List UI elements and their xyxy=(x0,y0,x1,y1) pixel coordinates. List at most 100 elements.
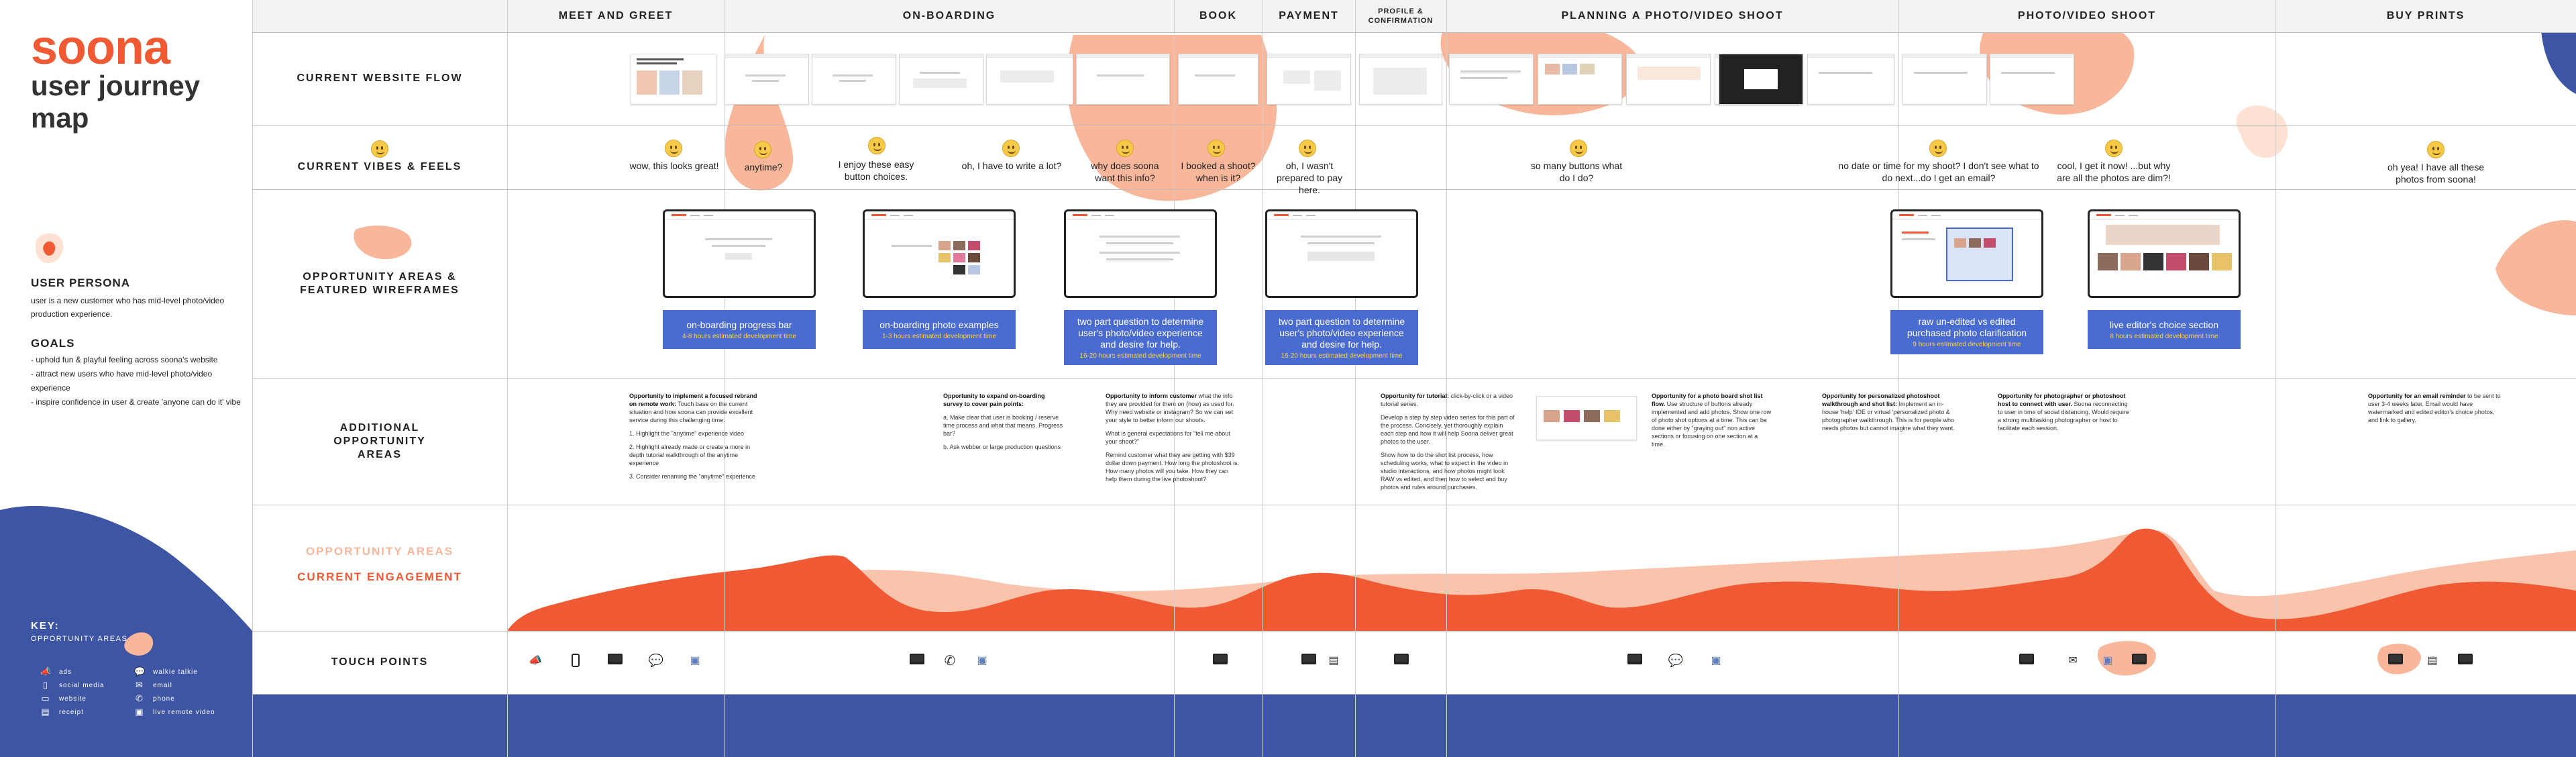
receipt-icon: ▤ xyxy=(2427,655,2438,666)
stage-planning-shoot: PLANNING A PHOTO/VIDEO SHOOT xyxy=(1561,10,1784,21)
row-divider xyxy=(252,378,2576,379)
website-thumbnail xyxy=(1626,54,1711,105)
opportunity-card: on-boarding progress bar 4-8 hours estim… xyxy=(663,310,816,349)
website-thumbnail-home xyxy=(631,54,716,105)
laptop-icon xyxy=(1394,654,1409,664)
website-thumbnail xyxy=(1807,54,1894,105)
key-item-receipt: ▤ receipt xyxy=(41,707,85,717)
vibe-text: why does soona want this info? xyxy=(1091,160,1159,183)
key-item-phone: ✆ phone xyxy=(134,694,175,703)
phone-icon: ▯ xyxy=(42,680,49,690)
peach-blob-light xyxy=(2236,105,2288,158)
video-icon: ▣ xyxy=(2102,655,2113,666)
video-icon: ▣ xyxy=(690,655,700,666)
website-thumbnail xyxy=(1267,54,1351,105)
stage-payment: PAYMENT xyxy=(1279,10,1339,21)
email-icon: ✉ xyxy=(2068,655,2078,666)
persona-description: user is a new customer who has mid-level… xyxy=(31,296,225,319)
website-thumbnail xyxy=(724,54,809,105)
additional-opportunity: Opportunity to expand on-boarding survey… xyxy=(943,393,1063,450)
wireframe-photo-examples xyxy=(863,209,1016,298)
goal-item: - inspire confidence in user & create 'a… xyxy=(31,397,241,407)
chat-icon: 💬 xyxy=(648,653,664,667)
emoji-icon xyxy=(1208,140,1225,157)
opportunity-card: two part question to determine user's ph… xyxy=(1265,310,1418,365)
key-subtitle: OPPORTUNITY AREAS xyxy=(31,635,128,643)
chat-icon: 💬 xyxy=(134,666,146,676)
vibe-text: I booked a shoot? when is it? xyxy=(1181,160,1256,183)
row-divider xyxy=(252,189,2576,190)
row-divider xyxy=(252,694,2576,695)
row-label-additional: ADDITIONAL OPPORTUNITY AREAS xyxy=(333,422,426,460)
website-thumbnail xyxy=(1076,54,1170,105)
key-item-social-media: ▯ social media xyxy=(40,680,105,690)
wireframe-editors-choice xyxy=(2088,209,2241,298)
email-icon: ✉ xyxy=(136,680,144,690)
sidebar: soona user journey map USER PERSONA user… xyxy=(0,0,252,757)
video-icon: ▣ xyxy=(1711,655,1721,666)
additional-opportunity: Opportunity to implement a focused rebra… xyxy=(629,393,757,480)
page-title: user journey map xyxy=(31,70,201,134)
wireframe-two-part-question xyxy=(1064,209,1217,298)
additional-opportunity: Opportunity for a photo board shot list … xyxy=(1652,393,1772,448)
mini-wireframe-shot-list xyxy=(1536,396,1637,440)
emoji-icon xyxy=(1116,140,1134,157)
laptop-icon xyxy=(2458,654,2473,664)
laptop-icon xyxy=(2132,654,2147,664)
emoji-icon xyxy=(2105,140,2123,157)
key-item-ads: 📣 ads xyxy=(40,666,72,676)
chat-icon: 💬 xyxy=(1668,653,1684,667)
row-label-opportunity: OPPORTUNITY AREAS & FEATURED WIREFRAMES xyxy=(300,271,460,296)
persona-title: USER PERSONA xyxy=(31,276,131,289)
goals-list: - uphold fun & playful feeling across so… xyxy=(31,353,252,409)
vibe-text: anytime? xyxy=(744,162,783,172)
goal-item: - uphold fun & playful feeling across so… xyxy=(31,355,218,364)
emoji-icon xyxy=(665,140,682,157)
stage-book: BOOK xyxy=(1199,10,1237,21)
opportunity-card: raw un-edited vs edited purchased photo … xyxy=(1890,310,2043,354)
opportunity-card: two part question to determine user's ph… xyxy=(1064,310,1217,365)
legend-opportunity-areas: OPPORTUNITY AREAS xyxy=(305,545,454,558)
opportunity-card: on-boarding photo examples 1-3 hours est… xyxy=(863,310,1016,349)
current-engagement-curve xyxy=(507,528,2576,631)
stage-photo-video-shoot: PHOTO/VIDEO SHOOT xyxy=(2017,10,2157,21)
row-divider xyxy=(252,32,2576,33)
additional-opportunity: Opportunity for tutorial: click-by-click… xyxy=(1381,393,1515,491)
soona-logo: soona xyxy=(31,21,170,74)
receipt-icon: ▤ xyxy=(41,707,50,717)
key-item-email: ✉ email xyxy=(134,680,172,690)
vibe-text: oh, I have to write a lot? xyxy=(961,160,1062,171)
goal-item: - attract new users who have mid-level p… xyxy=(31,369,213,393)
wireframe-two-part-question xyxy=(1265,209,1418,298)
emoji-icon xyxy=(754,141,771,158)
wireframe-progress-bar xyxy=(663,209,816,298)
website-thumbnail xyxy=(1902,54,1987,105)
website-thumbnail xyxy=(1178,54,1258,105)
row-divider xyxy=(252,631,2576,632)
laptop-icon xyxy=(1213,654,1228,664)
emoji-icon xyxy=(1299,140,1316,157)
laptop-icon xyxy=(910,654,924,664)
emoji-icon xyxy=(1929,140,1947,157)
emoji-icon xyxy=(868,137,885,154)
stage-profile-confirmation: PROFILE & CONFIRMATION xyxy=(1368,7,1434,25)
footer-band xyxy=(252,694,2576,757)
key-item-website: ▭ website xyxy=(41,693,87,703)
vibe-text: oh yea! I have all these photos from soo… xyxy=(2387,162,2484,185)
website-thumbnail xyxy=(899,54,983,105)
video-icon: ▣ xyxy=(977,655,987,666)
video-icon: ▣ xyxy=(135,707,144,717)
stage-meet-and-greet: MEET AND GREET xyxy=(558,10,674,21)
wireframe-raw-vs-edited xyxy=(1890,209,2043,298)
website-thumbnail xyxy=(1990,54,2074,105)
laptop-icon xyxy=(1627,654,1642,664)
laptop-icon xyxy=(1301,654,1316,664)
phone-icon xyxy=(572,654,580,667)
vibe-text: wow, this looks great! xyxy=(629,160,719,171)
additional-opportunity: Opportunity to inform customer what the … xyxy=(1106,393,1240,483)
website-thumbnail xyxy=(1538,54,1622,105)
call-icon: ✆ xyxy=(944,653,956,668)
persona-avatar-icon xyxy=(35,233,64,264)
laptop-icon: ▭ xyxy=(41,693,50,703)
stage-buy-prints: BUY PRINTS xyxy=(2386,10,2465,21)
